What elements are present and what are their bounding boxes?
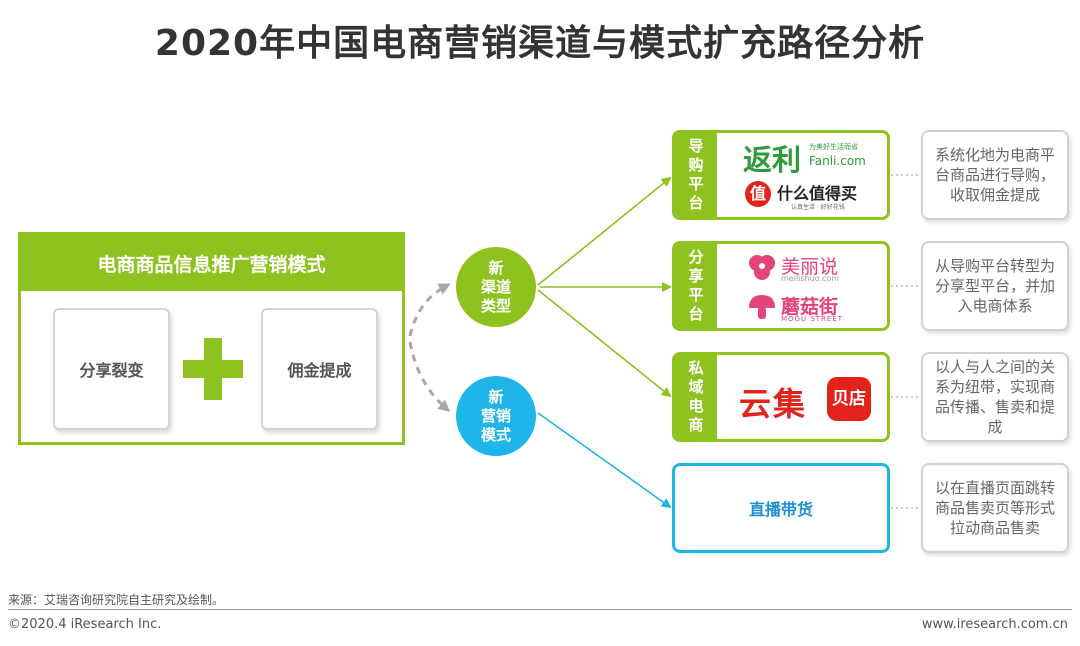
live-commerce-description: 以在直播页面跳转商品售卖页等形式拉动商品售卖 xyxy=(921,463,1069,553)
fanli-tagline: 为美好生活而省 xyxy=(809,143,858,151)
share-fission-card: 分享裂变 xyxy=(53,308,170,430)
private-ecommerce-description: 以人与人之间的关系为纽带，实现商品传播、售卖和提成 xyxy=(921,352,1069,442)
fanli-domain: Fanli.com xyxy=(809,154,866,168)
guide-logos: 返利 为美好生活而省 Fanli.com 值 什么值得买 认真生活 · 好好花钱 xyxy=(719,133,887,217)
plus-icon xyxy=(183,338,243,400)
meilishuo-logo: 美丽说 xyxy=(781,256,839,278)
arrow-to-private xyxy=(537,289,672,398)
smzdm-logo: 什么值得买 xyxy=(777,184,858,203)
footer-divider xyxy=(8,609,1072,610)
mogujie-tagline: MOGU STREET xyxy=(781,315,844,323)
page-title: 2020年中国电商营销渠道与模式扩充路径分析 xyxy=(154,23,926,64)
guide-platform-card: 导购 平台 返利 为美好生活而省 Fanli.com 值 什么值得买 认真生活 … xyxy=(672,130,890,220)
share-platform-description: 从导购平台转型为分享型平台，并加入电商体系 xyxy=(921,241,1069,331)
mogujie-logo: 蘑菇街 xyxy=(781,296,839,318)
meilishuo-domain: meilishuo.com xyxy=(781,274,840,283)
share-platform-card: 分享 平台 美丽说 meilishuo.com 蘑菇街 MOGU STREET xyxy=(672,241,890,331)
meilishuo-icon xyxy=(749,255,775,280)
model-header: 电商商品信息推广营销模式 xyxy=(21,235,402,291)
smzdm-icon: 值 xyxy=(745,181,771,207)
dashed-arc-lower xyxy=(408,341,451,412)
arrow-to-guide xyxy=(537,176,672,286)
dashed-arc-upper xyxy=(408,283,451,337)
smzdm-tagline: 认真生活 · 好好花钱 xyxy=(791,204,845,211)
new-channel-node: 新 渠道 类型 xyxy=(456,247,536,327)
live-commerce-card: 直播带货 xyxy=(672,463,890,553)
source-note: 来源：艾瑞咨询研究院自主研究及绘制。 xyxy=(8,593,225,607)
share-platform-tab: 分享 平台 xyxy=(675,244,717,328)
commission-card: 佣金提成 xyxy=(261,308,378,430)
beidian-logo: 贝店 xyxy=(827,377,871,421)
live-commerce-label: 直播带货 xyxy=(748,500,813,519)
website-link[interactable]: www.iresearch.com.cn xyxy=(921,617,1068,632)
new-marketing-node: 新 营销 模式 xyxy=(456,376,536,456)
mogujie-icon xyxy=(749,295,775,319)
fanli-logo: 返利 xyxy=(743,143,802,177)
yunji-logo: 云集 xyxy=(739,385,808,423)
arrow-to-live xyxy=(537,412,672,509)
private-logos: 云集 贝店 xyxy=(719,355,887,439)
share-logos: 美丽说 meilishuo.com 蘑菇街 MOGU STREET xyxy=(719,244,887,328)
guide-platform-tab: 导购 平台 xyxy=(675,133,717,217)
marketing-model-box: 电商商品信息推广营销模式 分享裂变 佣金提成 xyxy=(18,232,405,445)
private-ecommerce-card: 私域 电商 云集 贝店 xyxy=(672,352,890,442)
private-ecommerce-tab: 私域 电商 xyxy=(675,355,717,439)
copyright: ©2020.4 iResearch Inc. xyxy=(8,617,162,632)
guide-platform-description: 系统化地为电商平台商品进行导购，收取佣金提成 xyxy=(921,130,1069,220)
